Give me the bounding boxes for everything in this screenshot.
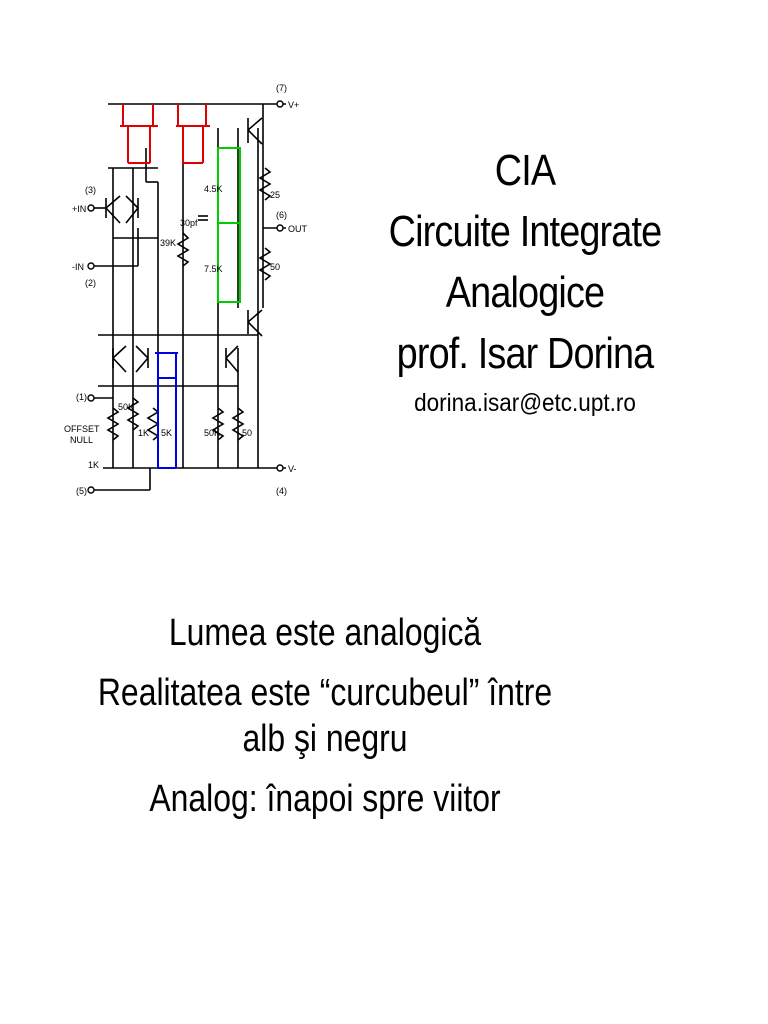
label-50k-a: 50K: [118, 402, 134, 412]
quote-line-4: Analog: înapoi spre viitor: [149, 778, 501, 820]
quotes-block: Lumea este analogică Realitatea este “cu…: [40, 610, 610, 822]
label-1k-b: 1K: [138, 428, 149, 438]
quote-line-1: Lumea este analogică: [168, 612, 482, 654]
label-30pf: 30pf: [180, 218, 198, 228]
label-pin3: (3): [85, 185, 96, 195]
label-out: OUT: [288, 224, 308, 234]
label-minus-in: -IN: [72, 262, 84, 272]
title-block: CIA Circuite Integrate Analogice prof. I…: [360, 140, 690, 420]
title-line-analog: Analogice: [445, 268, 605, 317]
label-4-5k: 4.5K: [204, 184, 223, 194]
green-level-shifter: [217, 147, 241, 303]
label-null: NULL: [70, 435, 93, 445]
quote-line-3: alb şi negru: [242, 718, 408, 760]
label-pin5: (5): [76, 486, 87, 496]
quote-line-2: Realitatea este “curcubeul” între: [97, 672, 553, 714]
label-pin4: (4): [276, 486, 287, 496]
schematic-labels: (7) V+ (3) +IN -IN (2) (1) OFFSET NULL 1…: [64, 83, 308, 496]
label-50-a: 50: [270, 262, 280, 272]
black-wiring: [94, 103, 286, 491]
label-1k-a: 1K: [88, 460, 99, 470]
label-25: 25: [270, 190, 280, 200]
schematic-svg: (7) V+ (3) +IN -IN (2) (1) OFFSET NULL 1…: [64, 83, 308, 496]
label-vplus: V+: [288, 100, 299, 110]
label-7-5k: 7.5K: [204, 264, 223, 274]
label-plus-in: +IN: [72, 204, 86, 214]
red-current-mirror: [120, 104, 210, 164]
author-email: dorina.isar@etc.upt.ro: [414, 389, 636, 417]
op-amp-schematic: (7) V+ (3) +IN -IN (2) (1) OFFSET NULL 1…: [58, 48, 320, 538]
author-name: prof. Isar Dorina: [396, 329, 655, 378]
label-offset: OFFSET: [64, 424, 100, 434]
pin-circles: [87, 100, 284, 494]
label-pin2: (2): [85, 278, 96, 288]
label-50k-b: 50K: [204, 428, 220, 438]
label-pin7: (7): [276, 83, 287, 93]
title-line-circuits: Circuite Integrate: [388, 207, 663, 256]
label-pin6: (6): [276, 210, 287, 220]
blue-current-mirror: [155, 352, 178, 469]
label-pin1: (1): [76, 392, 87, 402]
label-50-b: 50: [242, 428, 252, 438]
label-vminus: V-: [288, 464, 297, 474]
title-line-acronym: CIA: [494, 146, 556, 195]
label-5k: 5K: [161, 428, 172, 438]
label-39k: 39K: [160, 238, 176, 248]
